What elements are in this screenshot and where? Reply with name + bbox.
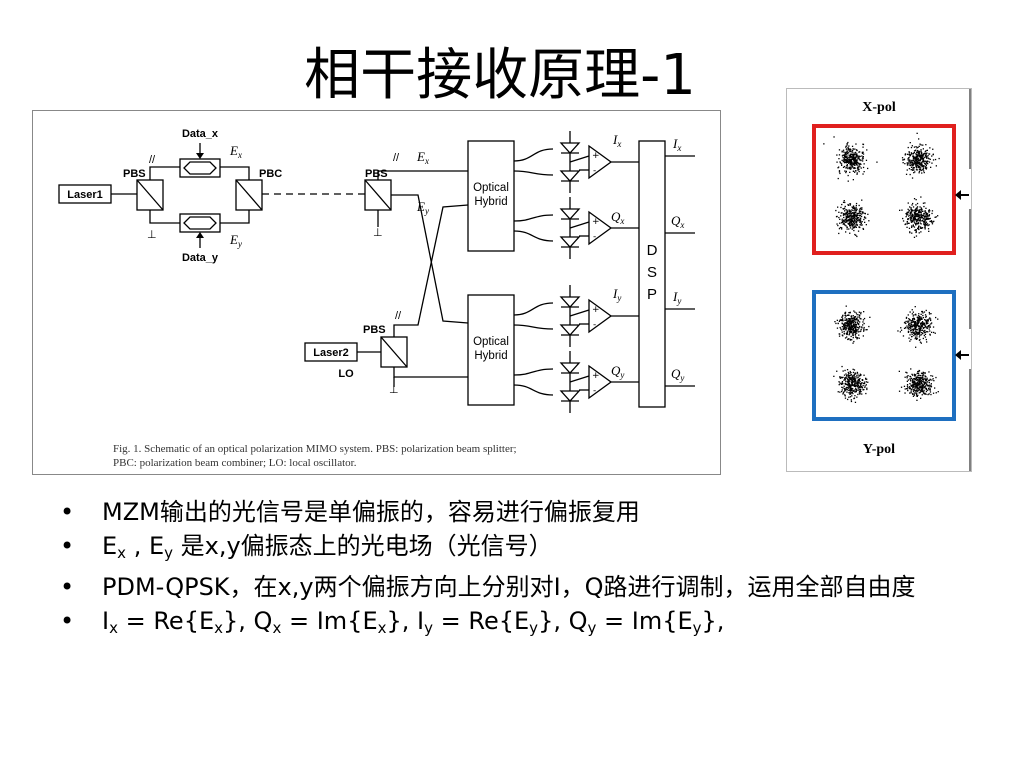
ey-prime-label: Ey [416, 199, 429, 216]
out-qx-label: Qx [671, 213, 684, 230]
laser1-label: Laser1 [67, 189, 102, 201]
in-ix-label: Ix [612, 132, 621, 149]
optical-hybrid-bottom [467, 294, 515, 406]
pbc [235, 179, 263, 211]
rx-top-perp-mark: ⊥ [373, 227, 383, 239]
hybrid-top-line2: Hybrid [474, 196, 507, 208]
slide-title: 相干接收原理-1 [304, 43, 696, 108]
caption-line2: PBC: polarization beam combiner; LO: loc… [113, 457, 357, 469]
dsp-box [638, 140, 666, 408]
caption-line1: Fig. 1. Schematic of an optical polariza… [113, 443, 517, 455]
xpol-label: X-pol [862, 100, 896, 115]
rx-top-parallel-mark: // [393, 152, 400, 164]
symbol-cluster-5 [834, 305, 871, 344]
ypol-frame [812, 290, 956, 421]
symbol-cluster-4 [899, 196, 939, 238]
in-qx-label: Qx [611, 209, 624, 226]
balanced-receiver-2: +- [559, 197, 639, 259]
svg-text:-: - [593, 232, 596, 242]
bullet-list: MZM输出的光信号是单偏振的，容易进行偏振复用 Ex , Ey 是x,y偏振态上… [60, 497, 990, 647]
svg-text:+: + [592, 305, 600, 315]
in-qy-label: Qy [611, 363, 624, 380]
tx-parallel-mark: // [149, 154, 156, 166]
out-ix-label: Ix [672, 136, 681, 153]
ypol-label: Y-pol [863, 442, 895, 457]
pbs-rx-bottom-label: PBS [363, 324, 386, 336]
hybrid-top-line1: Optical [473, 182, 509, 194]
symbol-cluster-6 [897, 306, 939, 348]
pbc-label: PBC [259, 168, 282, 180]
xpol-arrow-icon [955, 190, 969, 200]
symbol-cluster-7 [833, 365, 869, 403]
ypol-arrow-icon [955, 350, 969, 360]
out-iy-label: Iy [672, 289, 681, 306]
ex-label: Ex [229, 143, 242, 160]
svg-text:+: + [592, 217, 600, 227]
bullet-mzm: MZM输出的光信号是单偏振的，容易进行偏振复用 [60, 497, 990, 527]
pbs-rx-top-label: PBS [365, 168, 388, 180]
optical-hybrid-top [467, 140, 515, 252]
symbol-cluster-2 [901, 132, 940, 179]
hybrid-bottom-line2: Hybrid [474, 350, 507, 362]
constellation-figure: X-pol Y-pol [786, 88, 972, 472]
schematic-svg: +-+-+-+- Laser1 Laser2 LO PBS PBC PBS PB… [58, 128, 695, 469]
data-x-label: Data_x [182, 128, 219, 140]
rx-bottom-parallel-mark: // [395, 310, 402, 322]
ex-prime-label: Ex [416, 149, 429, 166]
svg-text:-: - [593, 320, 596, 330]
xpol-frame [812, 124, 956, 255]
rx-bottom-perp-mark: ⊥ [389, 384, 399, 396]
pbs-tx-label: PBS [123, 168, 146, 180]
bullet-pdm-qpsk: PDM-QPSK，在x,y两个偏振方向上分别对I，Q路进行调制，运用全部自由度 [60, 572, 990, 602]
dsp-letter-p: P [647, 286, 657, 303]
balanced-receiver-3: +- [559, 285, 639, 347]
balanced-receiver-4: +- [559, 351, 639, 413]
bullet-equations: Ix = Re{Ex}, Qx = Im{Ex}, Iy = Re{Ey}, Q… [60, 606, 990, 643]
svg-text:-: - [593, 166, 596, 176]
dsp-letter-d: D [647, 242, 658, 259]
out-qy-label: Qy [671, 366, 684, 383]
schematic-figure: +-+-+-+- Laser1 Laser2 LO PBS PBC PBS PB… [32, 110, 721, 475]
bullet-fields: Ex , Ey 是x,y偏振态上的光电场（光信号） [60, 531, 990, 568]
in-iy-label: Iy [612, 286, 621, 303]
constellation-svg: X-pol Y-pol [812, 89, 971, 471]
balanced-receivers: +-+-+-+- [559, 131, 639, 413]
svg-text:-: - [593, 386, 596, 396]
symbol-cluster-1 [823, 136, 878, 182]
hybrid-outputs [513, 148, 554, 396]
tx-perp-mark: ⊥ [147, 229, 157, 241]
data-y-label: Data_y [182, 252, 219, 264]
balanced-receiver-1: +- [559, 131, 639, 193]
svg-text:+: + [592, 371, 600, 381]
laser2-label: Laser2 [313, 347, 348, 359]
dsp-letter-s: S [647, 264, 657, 281]
svg-text:+: + [592, 151, 600, 161]
hybrid-bottom-line1: Optical [473, 336, 509, 348]
constellation-clusters [823, 132, 940, 403]
ey-label: Ey [229, 232, 242, 249]
symbol-cluster-3 [835, 199, 870, 238]
lo-label: LO [338, 368, 354, 380]
symbol-cluster-8 [898, 368, 939, 401]
